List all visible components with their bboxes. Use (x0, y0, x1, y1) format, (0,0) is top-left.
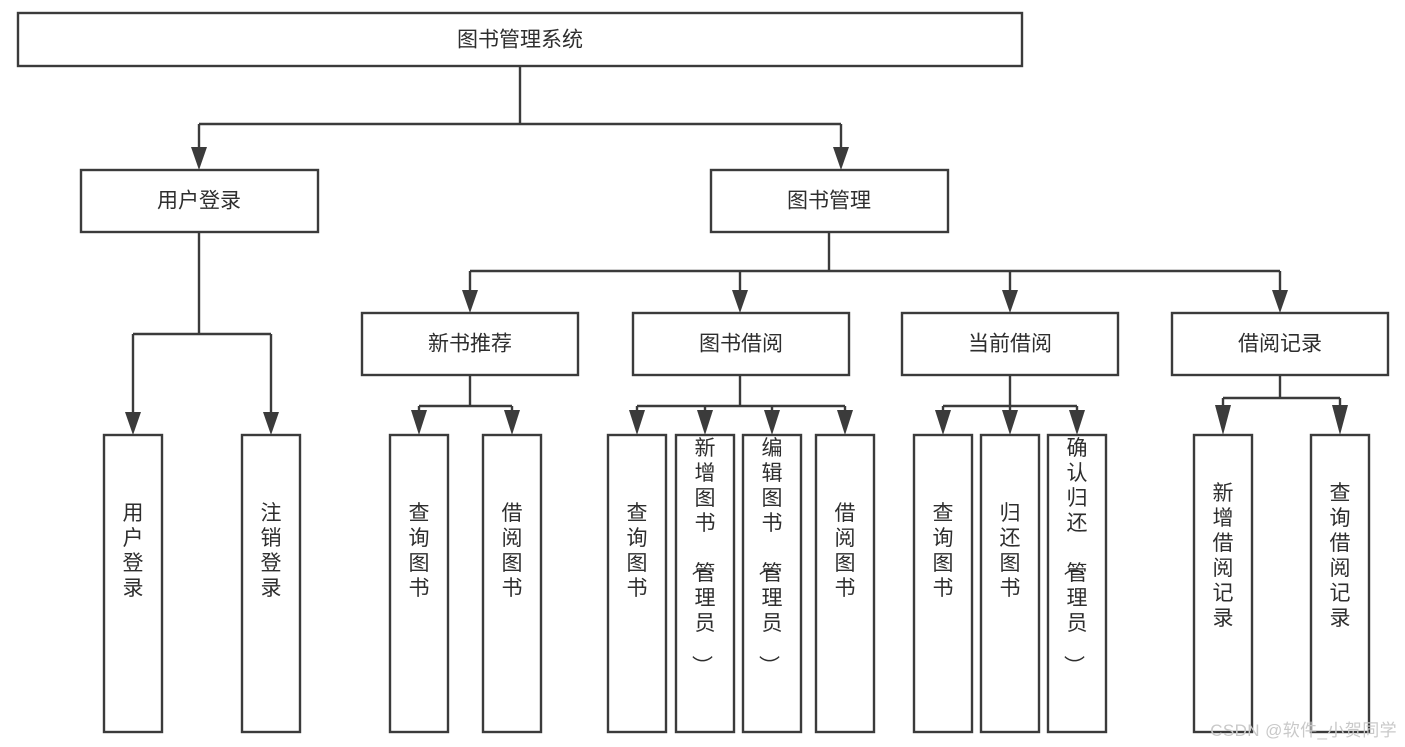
arrow-head-icon (1002, 290, 1018, 313)
arrow-head-icon (504, 410, 520, 435)
arrow-head-icon (764, 410, 780, 435)
arrow-head-icon (629, 410, 645, 435)
leaf-node-confirm-return-admin[interactable]: 确认归还（管理员） (1046, 433, 1108, 734)
leaf-node-borrow-book[interactable]: 借阅图书 (814, 433, 876, 734)
node-root-system[interactable]: 图书管理系统 (16, 11, 1024, 68)
arrow-head-icon (1069, 410, 1085, 435)
connector-currentborrow-to-leaves (935, 375, 1085, 435)
arrow-head-icon (935, 410, 951, 435)
node-label-book-management: 图书管理 (787, 190, 871, 213)
arrow-head-icon (1002, 410, 1018, 435)
arrow-head-icon (125, 412, 141, 435)
leaf-label-query-borrow-record: 查询借阅记录 (1330, 482, 1351, 630)
leaf-label-query-book-borrow: 查询图书 (627, 502, 648, 600)
node-borrow-record[interactable]: 借阅记录 (1170, 311, 1390, 377)
leaf-label-borrow-book-rec: 借阅图书 (502, 502, 523, 600)
leaf-node-add-borrow-record[interactable]: 新增借阅记录 (1192, 433, 1254, 734)
arrow-head-icon (1332, 405, 1348, 435)
leaf-node-query-book-rec[interactable]: 查询图书 (388, 433, 450, 734)
node-label-root: 图书管理系统 (457, 29, 583, 52)
leaf-label-query-book-current: 查询图书 (933, 502, 954, 600)
leaf-label-query-book-rec: 查询图书 (409, 502, 430, 600)
leaf-label-logout: 注销登录 (261, 502, 282, 600)
node-label-user-login: 用户登录 (157, 190, 241, 213)
leaf-node-add-book-admin[interactable]: 新增图书（管理员） (674, 433, 736, 734)
leaf-label-add-borrow-record: 新增借阅记录 (1213, 482, 1234, 630)
node-book-borrow[interactable]: 图书借阅 (631, 311, 851, 377)
node-label-current-borrow: 当前借阅 (968, 333, 1052, 356)
leaf-node-query-book-borrow[interactable]: 查询图书 (606, 433, 668, 734)
arrow-head-icon (462, 290, 478, 313)
leaf-label-add-book-admin: 新增图书（管理员） (690, 437, 716, 676)
leaf-label-edit-book-admin: 编辑图书（管理员） (757, 437, 783, 676)
connector-borrowbook-to-leaves (629, 375, 853, 435)
leaf-label-confirm-return-admin: 确认归还（管理员） (1062, 437, 1088, 676)
leaf-label-return-book: 归还图书 (1000, 502, 1021, 600)
node-user-login[interactable]: 用户登录 (79, 168, 320, 234)
connector-root-to-level2 (191, 66, 849, 170)
leaf-label-user-login: 用户登录 (123, 502, 144, 600)
connector-bookmgmt-to-level3 (462, 232, 1288, 313)
connector-userlogin-to-leaves (125, 232, 279, 435)
leaf-node-logout[interactable]: 注销登录 (240, 433, 302, 734)
node-current-borrow[interactable]: 当前借阅 (900, 311, 1120, 377)
arrow-head-icon (1215, 405, 1231, 435)
leaf-node-borrow-book-rec[interactable]: 借阅图书 (481, 433, 543, 734)
leaf-node-user-login[interactable]: 用户登录 (102, 433, 164, 734)
connector-newbook-to-leaves (411, 375, 520, 435)
node-label-new-book-recommend: 新书推荐 (428, 333, 512, 356)
arrow-head-icon (697, 410, 713, 435)
leaf-label-borrow-book: 借阅图书 (835, 502, 856, 600)
leaf-node-edit-book-admin[interactable]: 编辑图书（管理员） (741, 433, 803, 734)
arrow-head-icon (732, 290, 748, 313)
arrow-head-icon (411, 410, 427, 435)
leaf-node-return-book[interactable]: 归还图书 (979, 433, 1041, 734)
arrow-head-icon (837, 410, 853, 435)
arrow-head-icon (191, 147, 207, 170)
arrow-head-icon (1272, 290, 1288, 313)
node-label-book-borrow: 图书借阅 (699, 333, 783, 356)
arrow-head-icon (833, 147, 849, 170)
node-label-borrow-record: 借阅记录 (1238, 333, 1322, 356)
arrow-head-icon (263, 412, 279, 435)
node-book-management[interactable]: 图书管理 (709, 168, 950, 234)
leaf-node-query-book-current[interactable]: 查询图书 (912, 433, 974, 734)
connector-borrowrecord-to-leaves (1215, 375, 1348, 435)
node-new-book-recommend[interactable]: 新书推荐 (360, 311, 580, 377)
leaf-node-query-borrow-record[interactable]: 查询借阅记录 (1309, 433, 1371, 734)
